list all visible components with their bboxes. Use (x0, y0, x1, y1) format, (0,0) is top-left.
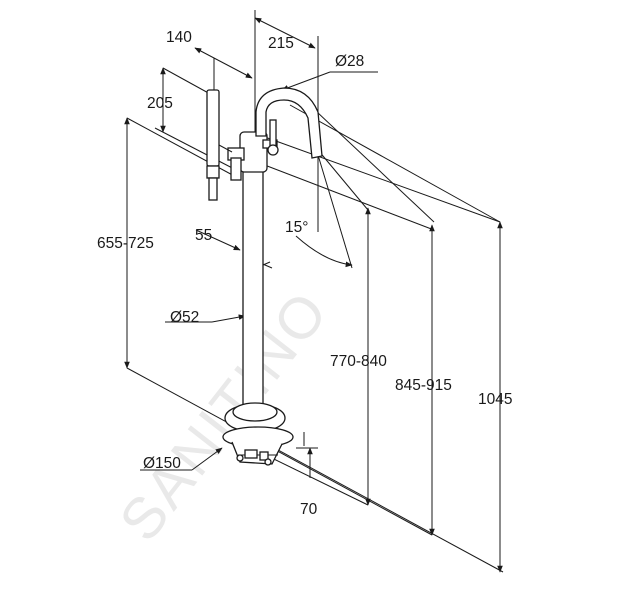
dim-handshower-offset: 140 (166, 29, 192, 46)
dim-handshower-height: 205 (147, 95, 173, 112)
dim-pipe-diameter: Ø52 (170, 309, 199, 326)
faucet-drawing (206, 87, 323, 466)
dim-spout-reach: 215 (268, 35, 294, 52)
dimension-lines (124, 10, 504, 573)
dim-spout-angle: 15° (285, 219, 308, 236)
dim-spout-height-range: 770-840 (330, 353, 387, 370)
dim-handle-height-range: 845-915 (395, 377, 452, 394)
dim-pipe-offset: 55 (195, 227, 212, 244)
dim-base-depth: 70 (300, 501, 318, 518)
dim-base-diameter: Ø150 (143, 455, 181, 472)
dim-spout-diameter: Ø28 (335, 53, 364, 70)
dim-total-height: 1045 (478, 391, 512, 408)
dim-height-range-low: 655-725 (97, 235, 154, 252)
